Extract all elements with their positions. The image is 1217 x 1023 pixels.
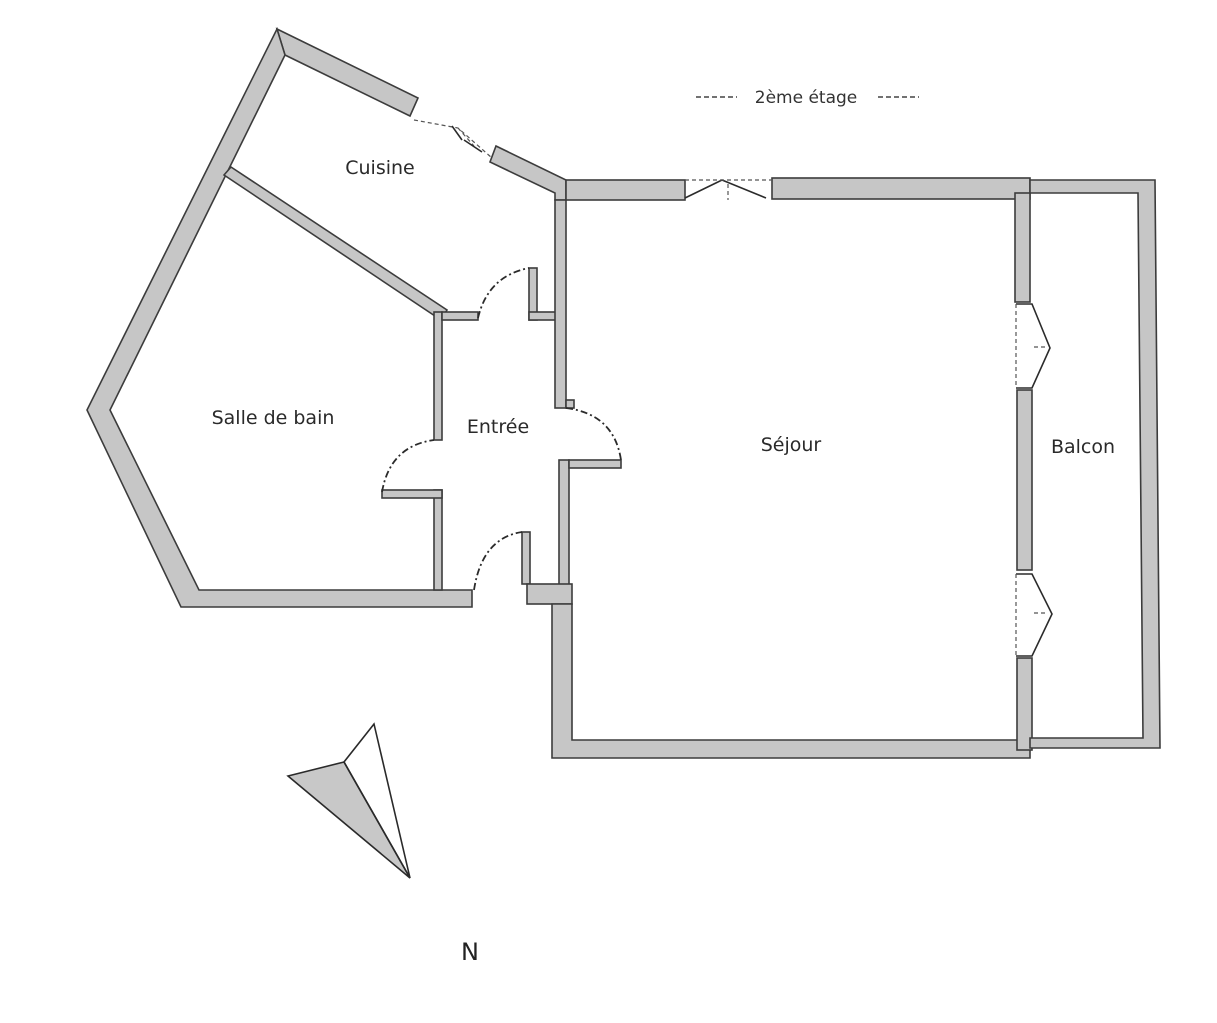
floor-label: 2ème étage bbox=[755, 88, 858, 108]
door-entree-bath-arc bbox=[381, 439, 435, 493]
wall-entree-south-stub-v bbox=[521, 531, 531, 585]
wall-entree-south-stub-h bbox=[526, 583, 573, 605]
room-labels: Cuisine Salle de bain Entrée Séjour Balc… bbox=[212, 157, 1115, 458]
wall-sejour-west-south bbox=[551, 603, 1031, 759]
compass-left-wing bbox=[286, 761, 411, 879]
door-entree-sejour-arc bbox=[565, 407, 622, 461]
compass-needle bbox=[343, 722, 411, 879]
door-entree-main-arc bbox=[473, 531, 523, 591]
wall-entree-west-lower-stub bbox=[381, 489, 443, 499]
door-entree-kitchen-arc bbox=[477, 267, 530, 319]
compass: N bbox=[286, 722, 479, 966]
wall-kitchen-bath-divider bbox=[222, 165, 449, 322]
walls-west bbox=[86, 26, 567, 608]
window-kitchen bbox=[413, 119, 493, 159]
wall-balcon-outer bbox=[1029, 179, 1161, 749]
wall-entree-east-lower-stub bbox=[568, 459, 622, 469]
room-label-balcon: Balcon bbox=[1051, 436, 1115, 458]
wall-entree-west-stub bbox=[441, 311, 479, 321]
wall-kitchen-east bbox=[488, 144, 567, 201]
window-east-1 bbox=[1016, 303, 1051, 389]
window-kitchen-sash-2 bbox=[463, 139, 483, 153]
room-label-sejour: Séjour bbox=[761, 434, 822, 456]
wall-sejour-east-2 bbox=[1016, 389, 1033, 571]
room-label-cuisine: Cuisine bbox=[345, 157, 415, 179]
room-label-salle-de-bain: Salle de bain bbox=[212, 407, 335, 429]
wall-entree-east-upper-stub bbox=[565, 399, 575, 409]
wall-sejour-north-left bbox=[565, 179, 686, 201]
wall-entree-west-lower bbox=[433, 489, 443, 591]
doors bbox=[381, 267, 622, 591]
wall-entree-west-upper bbox=[433, 311, 443, 441]
wall-entree-east-lower bbox=[558, 459, 570, 586]
window-kitchen-sash-1 bbox=[451, 125, 463, 141]
compass-north-label: N bbox=[461, 938, 479, 966]
wall-west-outer bbox=[86, 26, 473, 608]
wall-sejour-north-right bbox=[771, 177, 1031, 200]
wall-sejour-east-3 bbox=[1016, 657, 1033, 751]
floor-header: 2ème étage bbox=[696, 88, 919, 108]
wall-kitchen-north bbox=[275, 27, 420, 118]
walls-balcon bbox=[1029, 179, 1161, 749]
wall-entree-east-upper bbox=[554, 199, 567, 409]
wall-sejour-east-1 bbox=[1014, 192, 1031, 303]
walls-entree bbox=[381, 199, 622, 605]
walls-sejour bbox=[551, 177, 1033, 759]
window-sejour-north bbox=[684, 179, 767, 199]
windows bbox=[413, 119, 1053, 657]
window-east-2 bbox=[1016, 573, 1053, 657]
room-label-entree: Entrée bbox=[467, 416, 529, 438]
